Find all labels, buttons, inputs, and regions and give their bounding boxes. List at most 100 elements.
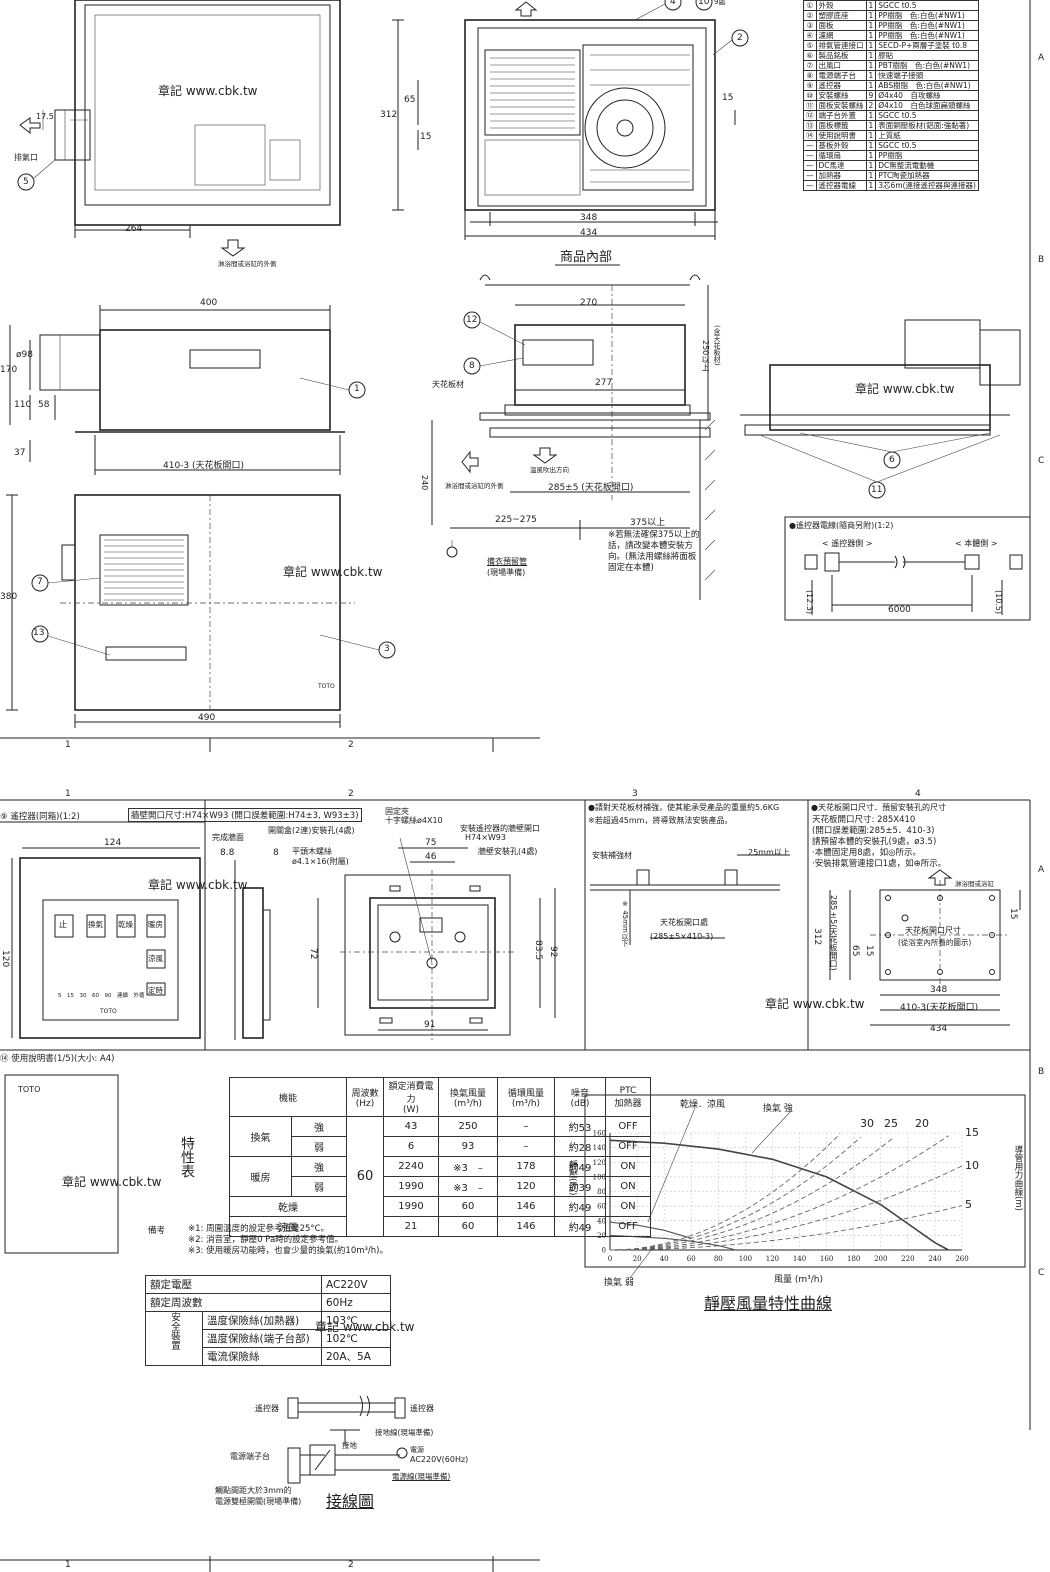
rating-value: 102℃ (321, 1329, 391, 1348)
parts-cell-no: ⑫ (803, 110, 817, 121)
wiring-earth: 接地 (342, 1441, 357, 1450)
parts-cell-name: 循環扇 (815, 150, 867, 161)
wiring-title: 接線圖 (326, 1492, 375, 1511)
reinforce-label: 安裝補強材 (592, 851, 632, 860)
sheet-col-4b: 4 (915, 789, 921, 799)
parts-cell-name: 基板外殼 (815, 140, 867, 151)
spec-notes-label: 備考 (148, 1226, 166, 1236)
wiring-power-spec: AC220V(60Hz) (410, 1455, 469, 1464)
parts-cell-no: ⑦ (803, 60, 817, 71)
ceiling-285: 285±5(天花板開口) (829, 895, 838, 971)
parts-cell-qty: 1 (865, 0, 877, 11)
mount-dim: H74×W93 (465, 833, 506, 842)
parts-cell-qty: 2 (865, 100, 877, 111)
dim-490: 490 (198, 713, 216, 723)
cable-diagram (784, 516, 1031, 621)
dim-91: 91 (424, 1020, 436, 1030)
parts-cell-qty: 1 (865, 20, 877, 31)
spec-cell-vent: ※3 – (438, 1156, 498, 1177)
interior-title: 商品內部 (560, 250, 613, 265)
spec-cell-noise: 約49 (554, 1196, 606, 1217)
parts-cell-no: — (803, 160, 817, 171)
spec-header-cell: 循環風量 (m³/h) (497, 1077, 555, 1117)
row-letter-b2: B (1038, 1067, 1045, 1077)
spec-cell-w: 1990 (383, 1176, 439, 1197)
spec-cell-vent: 250 (438, 1116, 498, 1137)
wood-screw-spec: ø4.1×16(附屬) (292, 857, 349, 866)
fix-clip: 固定夾 (385, 807, 409, 816)
parts-cell-name: 安裝螺絲 (815, 90, 867, 101)
btn-vent[interactable]: 換氣 (88, 920, 103, 929)
rating-label: 額定電壓 (145, 1275, 322, 1294)
reinforce-25: 25mm以上 (748, 848, 790, 857)
reinforce-opening: (285±5×410-3) (650, 932, 714, 941)
spec-cell-circ: – (497, 1116, 555, 1137)
parts-cell-qty: 1 (865, 10, 877, 21)
chart-annot-weak: 換氣 弱 (604, 1278, 634, 1288)
spec-group: 暖房 (229, 1156, 292, 1197)
btn-timer[interactable]: 定時 (148, 986, 163, 995)
wiring-diagram (287, 1395, 408, 1484)
manual-brand: TOTO (18, 1085, 41, 1094)
parts-cell-spec: PP樹脂 色:白色(#NW1) (875, 30, 979, 41)
rating-row: 溫度保險絲(端子台部)102℃ (146, 1329, 391, 1348)
fix-screw: 十字螺絲ø4X10 (385, 816, 443, 825)
parts-cell-spec: SGCC t0.5 (875, 140, 979, 151)
parts-cell-name: 排氣管連接口 (815, 40, 867, 51)
ceiling-65: 65 (850, 945, 860, 957)
ceiling-title: ●天花板開口尺寸．預留安裝孔的尺寸 (811, 803, 946, 812)
btn-stop[interactable]: 止 (59, 920, 67, 929)
row-letter-c: C (1038, 456, 1045, 466)
dim-380: 380 (0, 592, 18, 602)
spec-cell-ptc: ON (605, 1196, 651, 1217)
chart-annot-strong: 換氣 強 (763, 1104, 793, 1114)
x-tick-label: 100 (739, 1255, 752, 1263)
pipe-label-1: 備衣預留管 (487, 557, 527, 566)
row-letter-a: A (1038, 53, 1045, 63)
row-letter-a2: A (1038, 865, 1045, 875)
wiring-ground: 接地線(現場準備) (375, 1428, 434, 1437)
parts-cell-name: 遙控器電線 (815, 180, 867, 191)
parts-cell-name: 遙控器 (815, 80, 867, 91)
spec-cell-w: 2240 (383, 1156, 439, 1177)
dim-8-8: 8.8 (220, 848, 235, 858)
leader-dry (647, 1107, 696, 1223)
x-tick-label: 220 (901, 1255, 914, 1263)
parts-cell-spec: SGCC t0.5 (875, 0, 979, 11)
rating-value: 60Hz (321, 1293, 391, 1312)
chart-xlabel: 風量 (m³/h) (774, 1275, 823, 1285)
parts-cell-spec: SGCC t0.5 (875, 110, 979, 121)
duct-curve-label: 10 (965, 1159, 979, 1172)
dim-83-5: 83.5 (533, 940, 543, 961)
parts-cell-spec: SECD-P+兩層子塗裝 t0.8 (875, 40, 979, 51)
manual-title: ⑭ 使用說明書(1/5)(大小: A4) (0, 1054, 115, 1064)
btn-heat[interactable]: 暖房 (148, 920, 163, 929)
chart-annot-dry: 乾燥．涼風 (680, 1100, 726, 1110)
parts-cell-qty: 1 (865, 150, 877, 161)
sheet-col-2: 2 (348, 740, 354, 750)
btn-cool[interactable]: 涼風 (148, 954, 163, 963)
callout-10-suffix: 9處 (714, 0, 726, 6)
parts-cell-spec: Ø4x10 白色球面扁頭螺絲 (875, 100, 979, 111)
wiring-power: 電源 (410, 1446, 424, 1454)
btn-dry[interactable]: 乾燥 (118, 920, 133, 929)
dim-250: 250以上 (701, 340, 710, 372)
parts-cell-qty: 1 (865, 170, 877, 181)
cable-right: < 本體側 > (955, 539, 998, 548)
pipe-label-2: (現場準備) (487, 568, 526, 577)
spec-header-cell: PTC 加熱器 (605, 1077, 651, 1117)
ceiling-15b: 15 (1008, 908, 1018, 920)
top-view (17, 0, 341, 257)
